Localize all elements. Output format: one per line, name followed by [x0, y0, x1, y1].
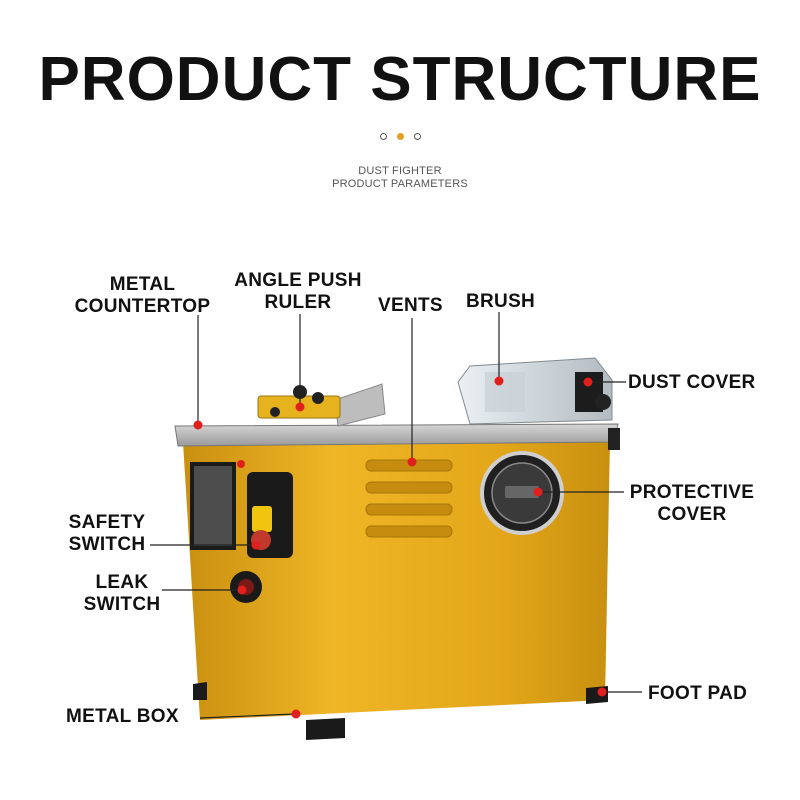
- label-protective-cover-line1: PROTECTIVE: [629, 482, 755, 503]
- metal-countertop: [174, 423, 619, 447]
- label-metal-countertop-line1: METAL: [109, 274, 176, 295]
- label-leak-switch: LEAK SWITCH: [80, 572, 164, 616]
- vents: [365, 459, 453, 538]
- label-brush: BRUSH: [466, 291, 536, 312]
- subtitle-line2: PRODUCT PARAMETERS: [332, 178, 468, 190]
- label-angle-push-ruler-line2: RULER: [264, 292, 332, 313]
- pagination-dots: [0, 128, 800, 146]
- label-leak-switch-line2: SWITCH: [83, 594, 161, 615]
- red-markers: [193, 376, 607, 719]
- subtitle-line1: DUST FIGHTER: [358, 165, 442, 177]
- fence-rail: [334, 383, 386, 427]
- label-angle-push-ruler: ANGLE PUSH RULER: [228, 270, 368, 314]
- label-foot-pad: FOOT PAD: [648, 683, 748, 704]
- marker-top-switch: [237, 460, 245, 468]
- leader-lines: [150, 312, 642, 719]
- marker-vents: [407, 457, 417, 467]
- marker-countertop: [193, 420, 203, 430]
- label-metal-box: METAL BOX: [66, 706, 179, 727]
- label-metal-countertop-line2: COUNTERTOP: [74, 296, 211, 317]
- label-protective-cover-line2: COVER: [657, 504, 727, 525]
- label-leak-switch-line1: LEAK: [95, 572, 149, 593]
- label-vents: VENTS: [378, 295, 443, 316]
- marker-protective-cover: [533, 487, 543, 497]
- label-protective-cover: PROTECTIVE COVER: [626, 482, 758, 526]
- marker-ruler: [295, 402, 305, 412]
- dot-3: [413, 133, 421, 141]
- label-dust-cover: DUST COVER: [628, 372, 756, 393]
- dot-2-active: [396, 133, 404, 141]
- foot-pad-left: [193, 682, 207, 700]
- foot-pad-front: [306, 718, 345, 740]
- marker-leak-switch: [237, 585, 247, 595]
- label-safety-switch-line1: SAFETY: [68, 512, 146, 533]
- page-title: PRODUCT STRUCTURE: [38, 45, 762, 114]
- dot-1: [379, 133, 387, 141]
- label-metal-countertop: METAL COUNTERTOP: [70, 274, 215, 318]
- label-angle-push-ruler-line1: ANGLE PUSH: [234, 270, 362, 291]
- label-safety-switch: SAFETY SWITCH: [62, 512, 152, 556]
- marker-brush: [494, 376, 504, 386]
- marker-dust-cover: [583, 377, 593, 387]
- nameplate: [190, 462, 236, 550]
- marker-safety-switch: [251, 540, 261, 550]
- marker-metal-box: [291, 709, 301, 719]
- marker-foot-pad: [597, 687, 607, 697]
- label-safety-switch-line2: SWITCH: [68, 534, 146, 555]
